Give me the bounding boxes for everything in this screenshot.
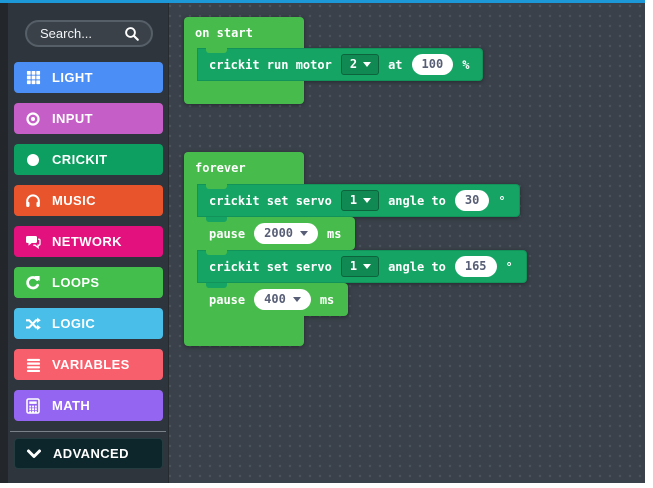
dropdown-arrow-icon (363, 197, 372, 203)
dropdown-value: 400 (264, 292, 286, 306)
workspace-canvas[interactable]: on start crickit run motor 2 at (168, 3, 645, 483)
sidebar-item-label: CRICKIT (52, 152, 108, 167)
chevron-down-icon (25, 445, 43, 463)
sidebar-item-label: LOOPS (52, 275, 100, 290)
sidebar-item-label: MUSIC (52, 193, 96, 208)
sidebar-item-math[interactable]: MATH (14, 390, 163, 421)
sidebar-item-label: ADVANCED (53, 446, 129, 461)
block-text: ° (498, 193, 506, 208)
pause-duration-dropdown[interactable]: 2000 (254, 223, 319, 244)
dropdown-value: 2 (349, 57, 358, 71)
chat-icon (24, 233, 42, 251)
servo-angle-field[interactable]: 165 (454, 256, 497, 277)
search-icon (123, 25, 141, 43)
block-spine (184, 48, 197, 81)
sidebar-item-label: VARIABLES (52, 357, 130, 372)
block-footer (184, 81, 304, 104)
calculator-icon (24, 397, 42, 415)
block-spine (184, 184, 197, 316)
crickit-set-servo-block[interactable]: crickit set servo 1 angle to 30 ° (197, 184, 520, 217)
block-text: crickit run motor (209, 57, 332, 72)
field-value: 30 (464, 193, 480, 207)
sidebar-item-light[interactable]: LIGHT (14, 62, 163, 93)
dropdown-arrow-icon (363, 61, 372, 67)
forever-header[interactable]: forever (184, 152, 304, 184)
block-text: ms (327, 226, 342, 241)
sidebar-item-label: LIGHT (52, 70, 93, 85)
block-text: % (462, 57, 470, 72)
editor-area: Search... LIGHT INPUT (0, 0, 645, 483)
sidebar-item-label: LOGIC (52, 316, 96, 331)
servo-number-dropdown[interactable]: 1 (340, 190, 380, 211)
sidebar-item-advanced[interactable]: ADVANCED (14, 438, 163, 469)
dropdown-arrow-icon (292, 296, 301, 302)
dropdown-arrow-icon (363, 263, 372, 269)
window-left-edge (0, 3, 8, 483)
headphones-icon (24, 192, 42, 210)
sidebar-item-label: NETWORK (52, 234, 122, 249)
block-text: pause (209, 226, 246, 241)
sidebar-item-music[interactable]: MUSIC (14, 185, 163, 216)
forever-block[interactable]: forever crickit set servo 1 angle to (184, 152, 527, 346)
top-accent-bar (0, 0, 645, 3)
list-icon (24, 356, 42, 374)
dropdown-value: 1 (349, 193, 358, 207)
pause-block[interactable]: pause 400 ms (197, 283, 349, 316)
sidebar-item-crickit[interactable]: CRICKIT (14, 144, 163, 175)
block-label: on start (195, 25, 253, 40)
block-text: crickit set servo (209, 193, 332, 208)
target-icon (24, 110, 42, 128)
crickit-run-motor-block[interactable]: crickit run motor 2 at 100 % (197, 48, 484, 81)
field-value: 100 (421, 57, 444, 71)
search-placeholder: Search... (40, 26, 93, 41)
shuffle-icon (24, 315, 42, 333)
block-text: ms (319, 292, 335, 307)
block-text: angle to (388, 193, 446, 208)
block-text: at (388, 57, 403, 72)
toolbox-divider (10, 431, 166, 432)
on-start-header[interactable]: on start (184, 17, 304, 48)
on-start-block[interactable]: on start crickit run motor 2 at (184, 17, 484, 104)
toolbox-sidebar: Search... LIGHT INPUT (8, 3, 168, 483)
block-text: pause (209, 292, 246, 307)
grid-icon (24, 69, 42, 87)
block-text: crickit set servo (209, 259, 332, 274)
dropdown-value: 2000 (264, 226, 294, 240)
servo-number-dropdown[interactable]: 1 (340, 256, 380, 277)
pause-block[interactable]: pause 2000 ms (197, 217, 356, 250)
block-text: angle to (388, 259, 446, 274)
sidebar-item-label: MATH (52, 398, 91, 413)
motor-number-dropdown[interactable]: 2 (340, 54, 380, 75)
field-value: 165 (464, 259, 487, 273)
search-input[interactable]: Search... (25, 20, 153, 47)
sidebar-item-label: INPUT (52, 111, 93, 126)
pause-duration-dropdown[interactable]: 400 (254, 289, 311, 310)
sidebar-item-loops[interactable]: LOOPS (14, 267, 163, 298)
block-text: ° (505, 259, 513, 274)
motor-speed-field[interactable]: 100 (411, 54, 454, 75)
dropdown-value: 1 (349, 259, 358, 273)
circle-icon (24, 151, 42, 169)
block-footer (184, 316, 304, 346)
sidebar-item-network[interactable]: NETWORK (14, 226, 163, 257)
rotate-icon (24, 274, 42, 292)
crickit-set-servo-block[interactable]: crickit set servo 1 angle to 165 ° (197, 250, 527, 283)
sidebar-item-input[interactable]: INPUT (14, 103, 163, 134)
block-label: forever (195, 161, 246, 175)
sidebar-item-variables[interactable]: VARIABLES (14, 349, 163, 380)
dropdown-arrow-icon (300, 230, 309, 236)
sidebar-item-logic[interactable]: LOGIC (14, 308, 163, 339)
servo-angle-field[interactable]: 30 (454, 190, 490, 211)
